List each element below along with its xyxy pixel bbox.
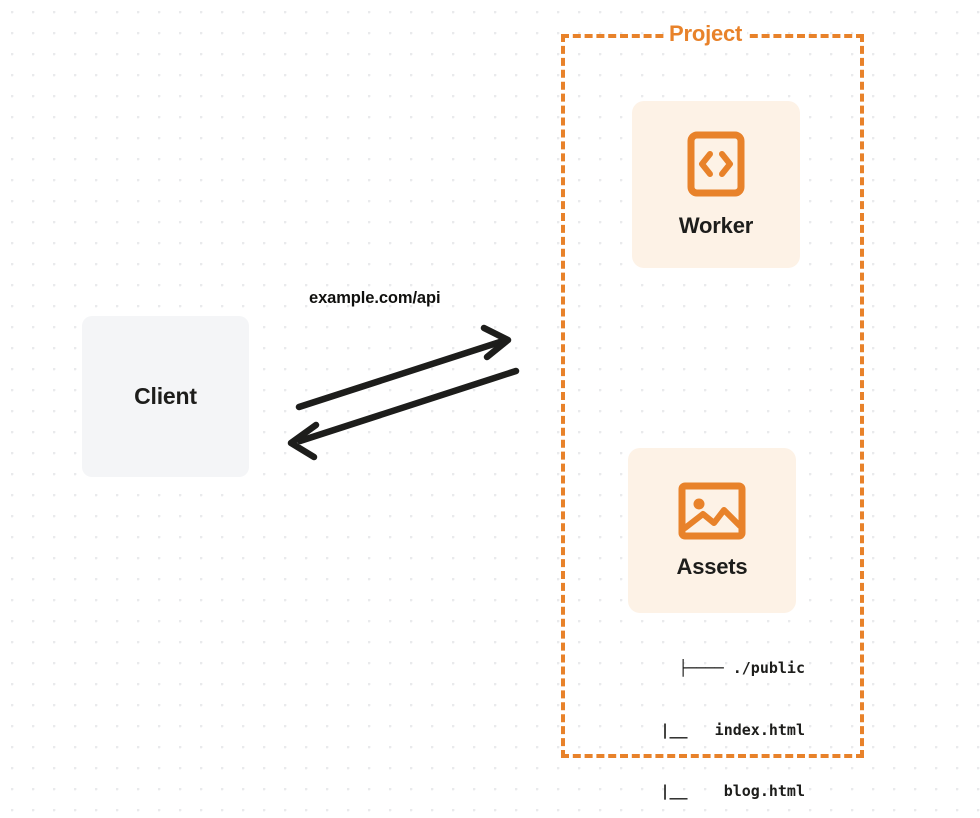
worker-card[interactable]: Worker: [632, 101, 800, 268]
assets-card[interactable]: Assets: [628, 448, 796, 613]
worker-label: Worker: [678, 212, 754, 238]
image-picture-icon: [678, 482, 746, 540]
code-brackets-icon: [687, 131, 745, 197]
client-label: Client: [134, 383, 197, 409]
arrow-response-inbound: [287, 367, 520, 461]
arrow-request-outbound: [295, 324, 512, 411]
project-title: Project: [664, 20, 748, 48]
assets-file-tree: ├──── ./public |__ index.html |__ blog.h…: [600, 617, 805, 818]
file-tree-row: |__ blog.html: [642, 782, 805, 800]
file-tree-row: ├──── ./public: [678, 659, 805, 677]
client-node[interactable]: Client: [82, 316, 249, 477]
connection-label: example.com/api: [309, 289, 441, 307]
assets-label: Assets: [676, 553, 748, 579]
file-tree-row: |__ index.html: [642, 720, 805, 739]
